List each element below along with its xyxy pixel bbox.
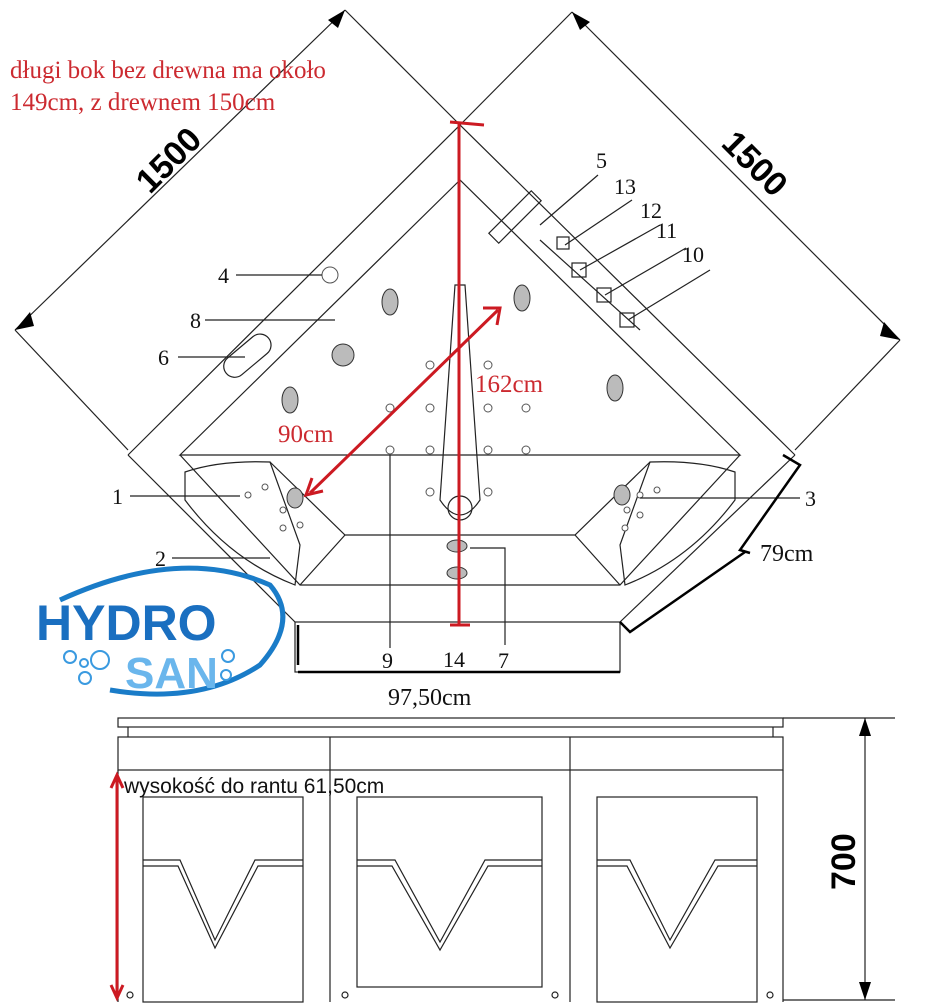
callout-9: 9 <box>382 648 393 673</box>
callout-3: 3 <box>805 486 816 511</box>
callout-4: 4 <box>218 263 229 288</box>
jets <box>223 236 635 580</box>
dim-corner: 79cm <box>760 541 814 567</box>
tub-outline <box>127 124 796 673</box>
dim-diagonal: 162cm <box>475 371 544 398</box>
callout-8: 8 <box>190 308 201 333</box>
logo-hydro: HYDRO <box>36 595 217 651</box>
callout-13: 13 <box>614 174 636 199</box>
callout-2: 2 <box>155 546 166 571</box>
note-line-1: długi bok bez drewna ma około <box>10 57 326 84</box>
callout-12: 12 <box>640 198 662 223</box>
logo-san: SAN <box>125 649 218 698</box>
dimension-lines <box>14 9 901 451</box>
dim-inner: 90cm <box>278 421 334 448</box>
dim-total-height: 700 <box>825 833 863 890</box>
hydrosan-logo: HYDRO SAN <box>36 565 286 698</box>
air-nozzles <box>244 360 661 532</box>
height-to-rim-label: wysokość do rantu 61,50cm <box>123 775 384 798</box>
note-line-2: 149cm, z drewnem 150cm <box>10 89 276 116</box>
callout-14: 14 <box>443 647 465 672</box>
dim-left-side: 1500 <box>129 120 209 200</box>
callout-5: 5 <box>596 148 607 173</box>
side-view <box>109 717 895 1003</box>
dim-right-side: 1500 <box>714 124 794 204</box>
dim-front: 97,50cm <box>388 685 472 711</box>
red-measurements <box>303 120 502 627</box>
black-measurements <box>296 453 802 674</box>
callout-1: 1 <box>112 484 123 509</box>
callout-11: 11 <box>656 218 677 243</box>
callout-7: 7 <box>498 648 509 673</box>
leader-lines <box>130 174 800 648</box>
callout-6: 6 <box>158 345 169 370</box>
callout-10: 10 <box>682 242 704 267</box>
callout-numbers: 1 2 3 4 5 6 7 8 9 10 11 12 13 14 <box>112 148 816 673</box>
